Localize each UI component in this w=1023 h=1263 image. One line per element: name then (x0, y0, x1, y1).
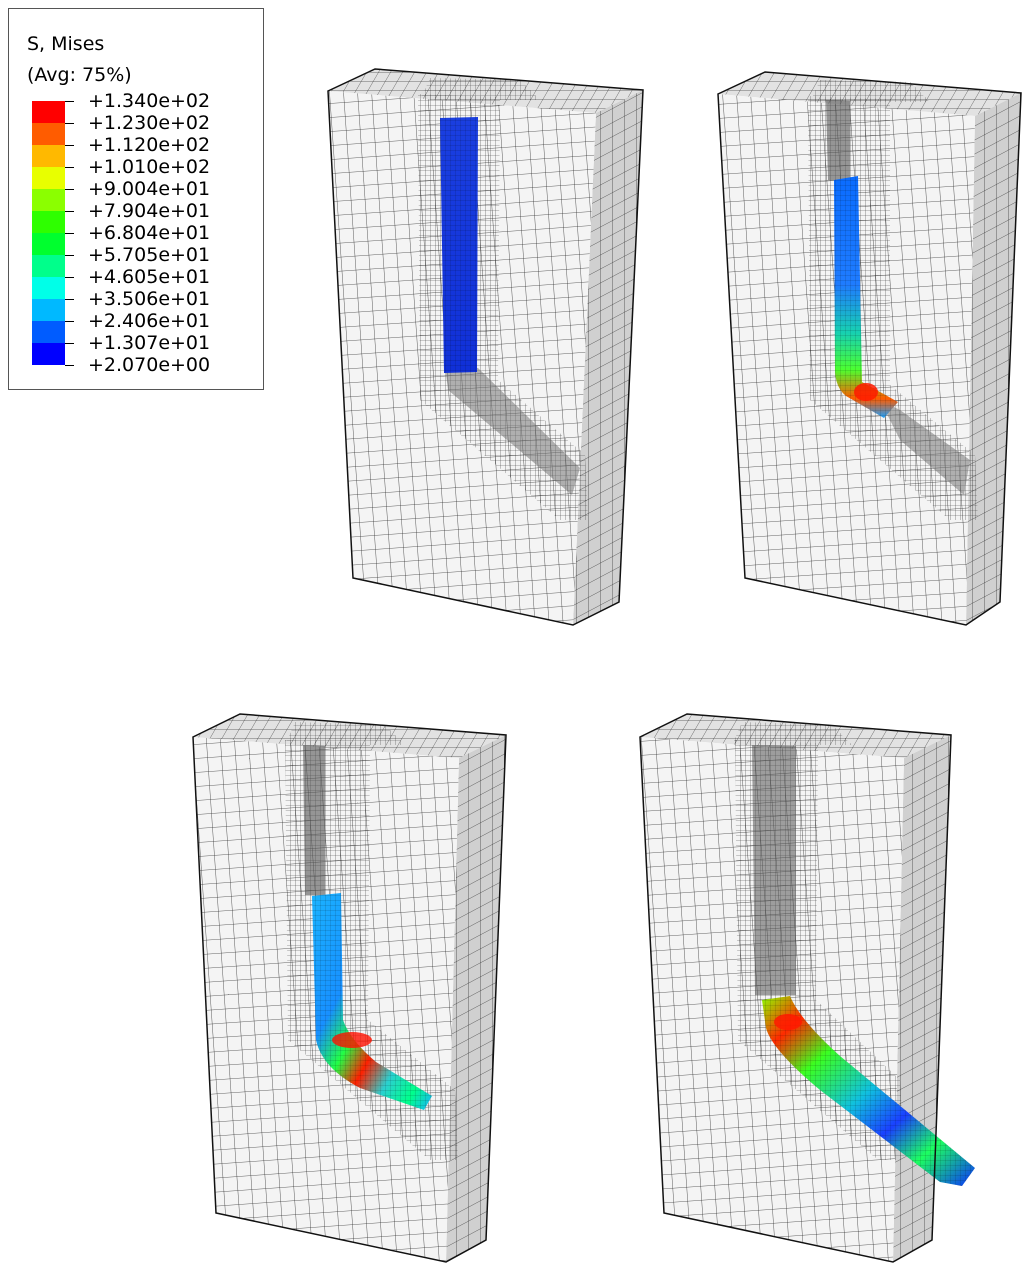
legend-tick (65, 145, 74, 146)
model-view-3 (192, 713, 507, 1263)
legend-swatch (32, 189, 65, 211)
stress-hotspot (332, 1032, 372, 1048)
legend-tick (65, 321, 74, 322)
legend-swatch (32, 123, 65, 145)
legend-tick (65, 299, 74, 300)
legend-value: +3.506e+01 (88, 288, 211, 310)
stress-hotspot (774, 1014, 802, 1030)
legend-tick (65, 233, 74, 234)
legend-tick (65, 101, 74, 102)
empty-channel (303, 745, 325, 895)
rebar-section-mesh (834, 176, 898, 418)
legend-value: +1.340e+02 (88, 90, 211, 112)
legend-tick (65, 211, 74, 212)
legend-value: +1.120e+02 (88, 134, 211, 156)
legend-swatch (32, 211, 65, 233)
model-view-4 (639, 713, 975, 1263)
rebar-section-mesh (440, 117, 478, 373)
legend-tick (65, 255, 74, 256)
legend-tick (65, 189, 74, 190)
legend-value: +9.004e+01 (88, 178, 211, 200)
rebar-section-mesh (312, 893, 432, 1110)
legend-swatch (32, 343, 65, 365)
legend-tick (65, 123, 74, 124)
stress-hotspot (854, 383, 878, 401)
legend-value: +6.804e+01 (88, 222, 211, 244)
legend-swatch (32, 101, 65, 123)
legend-swatch (32, 277, 65, 299)
legend-tick (65, 343, 74, 344)
legend-swatch (32, 299, 65, 321)
empty-channel (826, 100, 850, 180)
legend-swatch (32, 167, 65, 189)
contour-legend: S, Mises (Avg: 75%) +1.340e+02+1.230e+02… (8, 8, 264, 390)
block-side-mesh (446, 735, 506, 1262)
refined-mesh-top (810, 80, 930, 102)
legend-value: +5.705e+01 (88, 244, 211, 266)
legend-value: +7.904e+01 (88, 200, 211, 222)
block-outline (639, 713, 952, 1263)
bent-channel (880, 400, 970, 495)
legend-value: +1.010e+02 (88, 156, 211, 178)
model-view-1 (327, 68, 644, 626)
legend-swatch (32, 145, 65, 167)
block-outline (327, 68, 644, 626)
rebar-section-mesh (762, 996, 975, 1186)
legend-value: +2.070e+00 (88, 354, 211, 376)
legend-swatch (32, 233, 65, 255)
bent-channel (445, 366, 580, 495)
block-outline (717, 71, 1022, 626)
legend-tick (65, 277, 74, 278)
legend-value: +4.605e+01 (88, 266, 211, 288)
legend-value: +1.230e+02 (88, 112, 211, 134)
refined-mesh-top (732, 722, 852, 745)
refined-mesh-top (420, 78, 540, 100)
block-side-mesh (573, 90, 643, 625)
refined-mesh-top (285, 722, 405, 745)
legend-value: +2.406e+01 (88, 310, 211, 332)
legend-tick (65, 167, 74, 168)
block-side-mesh (966, 93, 1021, 625)
legend-value: +1.307e+01 (88, 332, 211, 354)
block-outline (192, 713, 507, 1263)
empty-channel (752, 745, 796, 995)
legend-subtitle: (Avg: 75%) (27, 64, 132, 86)
legend-tick (65, 365, 74, 366)
model-view-2 (717, 71, 1022, 626)
legend-title: S, Mises (27, 33, 105, 55)
legend-swatch (32, 255, 65, 277)
legend-swatch (32, 321, 65, 343)
